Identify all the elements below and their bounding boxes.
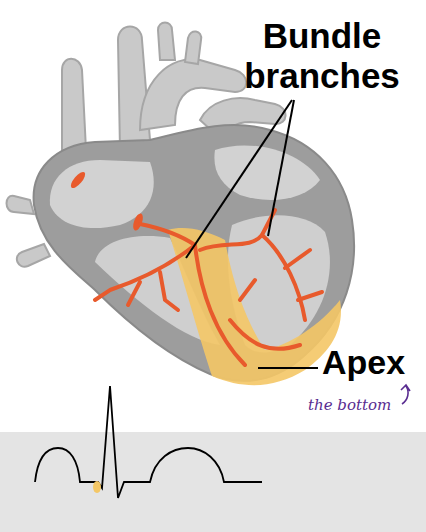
part-label: Bundle branches [222, 16, 422, 96]
leader-lines [186, 100, 318, 368]
handwritten-arrow [401, 385, 410, 404]
sa-node [69, 170, 88, 190]
conduction-highlight [168, 228, 341, 385]
av-node [131, 212, 145, 232]
ecg-highlight [93, 481, 101, 493]
ecg-band [0, 432, 426, 532]
ecg-trace [35, 386, 262, 498]
part-label: Apex [322, 343, 422, 381]
handwritten-note: the bottom [308, 396, 408, 414]
purkinje-fibers [95, 210, 322, 365]
